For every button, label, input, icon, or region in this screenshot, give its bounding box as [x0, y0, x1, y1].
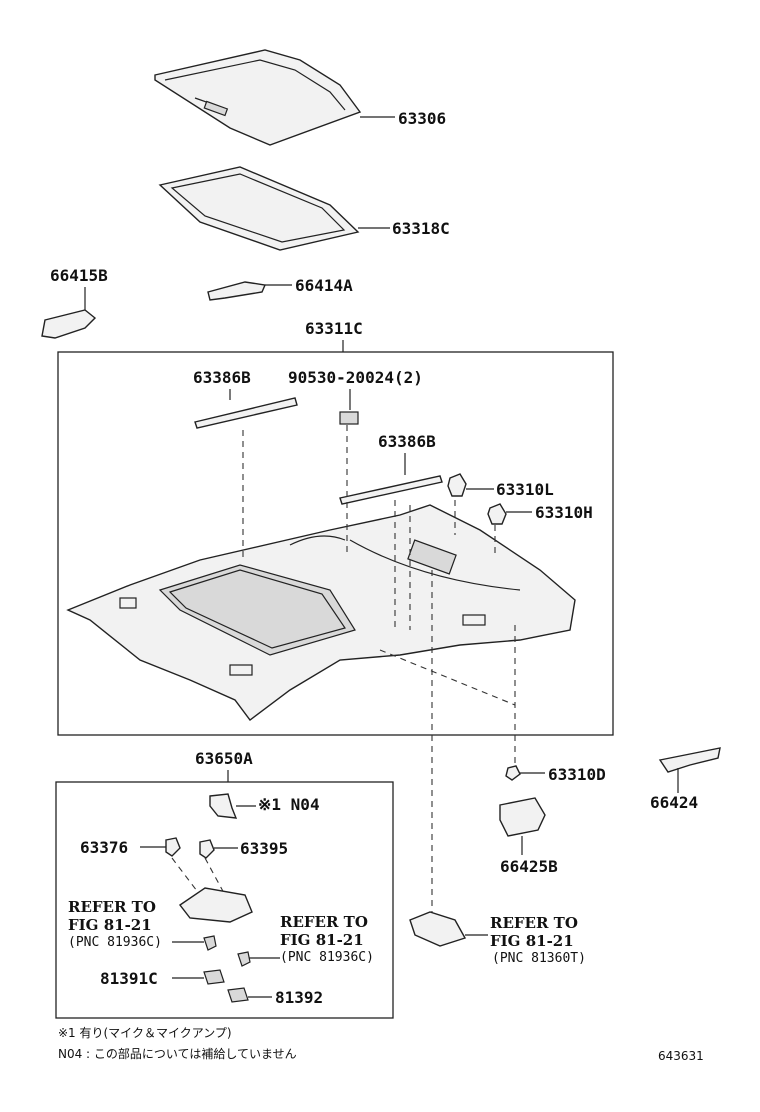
label-66424: 66424 [650, 793, 698, 812]
footnote-2: N04 : この部品については補給していません [58, 1046, 297, 1061]
ref-right-line1: REFER TO [490, 914, 578, 932]
bulb-63376-part [165, 837, 181, 857]
sunroof-seal-part [158, 166, 360, 251]
dash-bulb-b [204, 857, 226, 896]
label-63395: 63395 [240, 839, 288, 858]
ref-right-line3: (PNC 81360T) [492, 951, 586, 966]
pad-90530-part [339, 411, 359, 425]
label-66414A: 66414A [295, 276, 353, 295]
label-63310H: 63310H [535, 503, 593, 522]
headliner-group-box [57, 351, 614, 736]
cover-66425B-part [499, 797, 546, 837]
dome-lamp-part [409, 911, 467, 947]
ref-left-line2: FIG 81-21 [68, 916, 152, 934]
headliner-part [66, 504, 576, 721]
label-N04: ※1 N04 [258, 795, 320, 814]
label-63311C: 63311C [305, 319, 363, 338]
screw-mid-part [237, 951, 251, 967]
clip-63310H-part [487, 503, 507, 525]
clip-63310D-part [505, 765, 521, 781]
label-63310L: 63310L [496, 480, 554, 499]
strip-63386B-a-part [194, 397, 298, 429]
label-66415B: 66415B [50, 266, 108, 285]
clip-63310L-part [447, 473, 467, 497]
footnote-1: ※1 有り(マイク＆マイクアンプ) [58, 1026, 232, 1040]
lens-81392-part [227, 987, 249, 1003]
ref-mid-line3: (PNC 81936C) [280, 950, 374, 965]
label-90530: 90530-20024(2) [288, 368, 423, 387]
figure-number: 643631 [658, 1049, 704, 1063]
ref-left-line1: REFER TO [68, 898, 156, 916]
label-63306: 63306 [398, 109, 446, 128]
label-63310D: 63310D [548, 765, 606, 784]
label-63386B-b: 63386B [378, 432, 436, 451]
label-63376: 63376 [80, 838, 128, 857]
microphone-N04-part [209, 793, 238, 819]
label-63386B-a: 63386B [193, 368, 251, 387]
label-63318C: 63318C [392, 219, 450, 238]
strip-63386B-b-part [339, 475, 443, 505]
bulb-63395-part [199, 839, 215, 859]
label-81392: 81392 [275, 988, 323, 1007]
ref-mid-line1: REFER TO [280, 913, 368, 931]
screw-left-part [203, 935, 217, 951]
label-63650A: 63650A [195, 749, 253, 768]
dash-console [379, 649, 516, 706]
ref-right-line2: FIG 81-21 [490, 932, 574, 950]
map-lamp-group-box [55, 781, 394, 1019]
map-lamp-part [178, 887, 253, 923]
bracket-66424-part [658, 747, 721, 773]
lens-81391C-part [203, 969, 225, 985]
label-81391C: 81391C [100, 969, 158, 988]
label-66425B: 66425B [500, 857, 558, 876]
ref-left-line3: (PNC 81936C) [68, 935, 162, 950]
ref-mid-line2: FIG 81-21 [280, 931, 364, 949]
bracket-66414A-part [207, 281, 267, 301]
dash-bulb-a [171, 857, 201, 896]
sunshade-panel-part [154, 49, 362, 146]
bracket-66415B-part [41, 309, 97, 339]
